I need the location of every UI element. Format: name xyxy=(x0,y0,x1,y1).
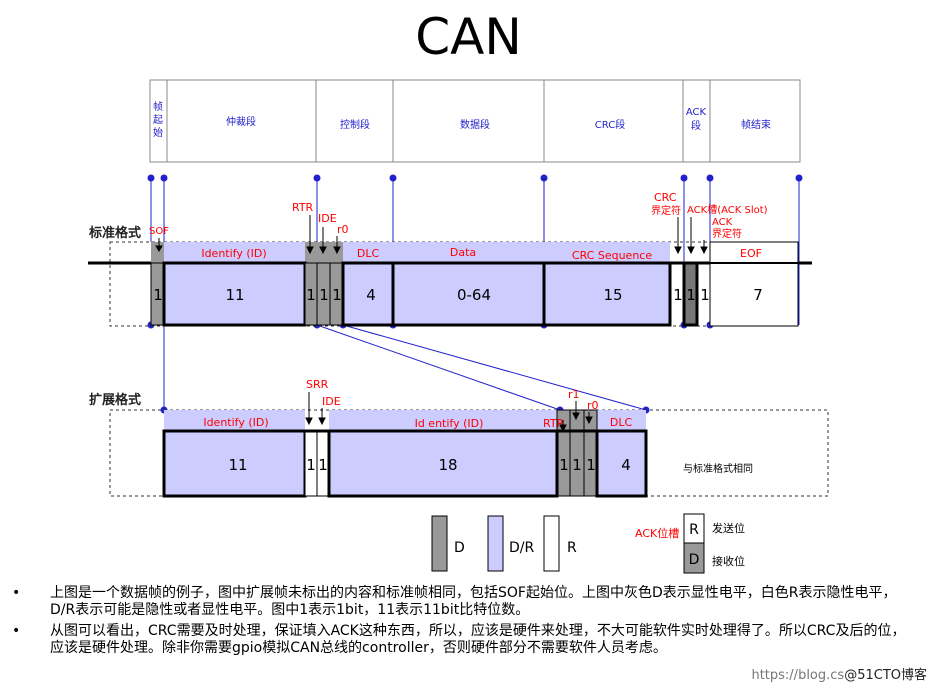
field-ack-1: ACK xyxy=(686,107,707,118)
ext-r1-label: r1 xyxy=(568,388,580,401)
std-data-label: Data xyxy=(450,246,476,259)
ext-arrows xyxy=(305,392,593,433)
legend-d-label: D xyxy=(454,540,465,556)
standard-format-label: 标准格式 xyxy=(88,225,141,241)
ext-ide-label: IDE xyxy=(322,395,341,408)
std-bit-ide: 1 xyxy=(319,286,329,304)
std-ide-label: IDE xyxy=(318,212,337,225)
bullet-icon: • xyxy=(12,585,21,601)
ext-identify1-label: Identify (ID) xyxy=(203,416,268,429)
std-crc-label: CRC xyxy=(654,191,677,204)
ext-bit-r1: 1 xyxy=(572,456,582,474)
note-text: 从图可以看出，CRC需要及时处理，保证填入ACK这种东西，所以，应该是硬件来处理… xyxy=(50,623,906,656)
notes-list: • 上图是一个数据帧的例子，图中扩展帧未标出的内容和标准帧相同，包括SOF起始位… xyxy=(12,585,917,661)
page-title: CAN xyxy=(415,8,522,66)
field-header-table xyxy=(149,79,801,163)
ext-same-label: 与标准格式相同 xyxy=(683,462,753,475)
std-bit-rtr: 1 xyxy=(306,286,316,304)
legend-send-symbol: R xyxy=(689,522,699,538)
std-crc-delim-label: 界定符 xyxy=(651,204,681,217)
legend-dr-label: D/R xyxy=(509,540,534,556)
field-sof-2: 起 xyxy=(153,114,163,126)
ext-bit-ide: 1 xyxy=(318,456,328,474)
extended-format-label: 扩展格式 xyxy=(89,392,141,408)
extended-frame xyxy=(109,409,829,498)
field-ack-2: 段 xyxy=(691,119,701,132)
std-bit-r0: 1 xyxy=(332,286,342,304)
field-eof: 帧结束 xyxy=(741,118,771,131)
std-bit-data: 0-64 xyxy=(457,286,491,304)
legend-recv-label: 接收位 xyxy=(712,554,745,568)
field-arbitration: 仲裁段 xyxy=(226,115,256,128)
std-ack-label: ACK xyxy=(712,217,733,228)
std-bit-eof: 7 xyxy=(753,286,763,304)
ext-dlc-label: DLC xyxy=(610,416,633,429)
ext-bit-id-ext: 18 xyxy=(438,456,457,474)
std-eof-label: EOF xyxy=(740,247,762,260)
std-ack-slot-label: ACK槽(ACK Slot) xyxy=(687,203,768,216)
ext-bit-srr: 1 xyxy=(306,456,316,474)
ext-bit-r0: 1 xyxy=(586,456,596,474)
legend xyxy=(431,513,705,574)
std-bit-dlc: 4 xyxy=(366,286,376,304)
std-sof-label: SOF xyxy=(149,226,169,237)
ext-srr-label: SRR xyxy=(306,378,329,391)
std-arrows xyxy=(155,215,708,255)
std-bit-id: 11 xyxy=(225,286,244,304)
watermark-brand: @51CTO博客 xyxy=(844,668,927,683)
can-frame-diagram: 帧 起 始 仲裁段 控制段 数据段 CRC段 ACK 段 帧结束 标准格式 扩展… xyxy=(88,79,829,574)
field-data: 数据段 xyxy=(460,118,490,131)
std-crc-seq-label: CRC Sequence xyxy=(572,249,652,262)
watermark: https://blog.cs@51CTO博客 xyxy=(751,664,927,683)
note-item: • 从图可以看出，CRC需要及时处理，保证填入ACK这种东西，所以，应该是硬件来… xyxy=(12,623,917,657)
ext-bit-rtr: 1 xyxy=(559,456,569,474)
std-dlc-label: DLC xyxy=(357,247,380,260)
std-bit-ack-slot: 1 xyxy=(686,286,696,304)
field-sof-1: 帧 xyxy=(153,100,163,113)
legend-recv-symbol: D xyxy=(689,552,700,568)
bullet-icon: • xyxy=(12,623,21,639)
ext-rtr-label: RTR xyxy=(543,417,565,430)
legend-ack-pos-label: ACK位槽 xyxy=(635,526,679,540)
std-bit-sof: 1 xyxy=(153,286,163,304)
legend-send-label: 发送位 xyxy=(712,521,745,535)
field-sof-3: 始 xyxy=(153,126,163,139)
ext-bit-dlc: 4 xyxy=(621,456,631,474)
field-crc: CRC段 xyxy=(595,118,625,131)
std-ack-delim-label: 界定符 xyxy=(712,227,742,240)
note-item: • 上图是一个数据帧的例子，图中扩展帧未标出的内容和标准帧相同，包括SOF起始位… xyxy=(12,585,917,619)
std-identify-label: Identify (ID) xyxy=(201,247,266,260)
legend-r-label: R xyxy=(567,540,577,556)
ext-bit-id: 11 xyxy=(228,456,247,474)
field-control: 控制段 xyxy=(340,118,370,131)
ext-r0-label: r0 xyxy=(587,399,599,412)
std-rtr-label: RTR xyxy=(292,201,314,214)
std-r0-label: r0 xyxy=(337,223,349,236)
std-bit-crc-delim: 1 xyxy=(673,286,683,304)
std-bit-ack-delim: 1 xyxy=(700,286,710,304)
note-text: 上图是一个数据帧的例子，图中扩展帧未标出的内容和标准帧相同，包括SOF起始位。上… xyxy=(50,585,897,618)
watermark-url: https://blog.cs xyxy=(751,668,845,683)
std-bit-crc: 15 xyxy=(603,286,622,304)
ext-identify2-label: Id entify (ID) xyxy=(415,417,484,430)
standard-frame xyxy=(88,241,812,327)
